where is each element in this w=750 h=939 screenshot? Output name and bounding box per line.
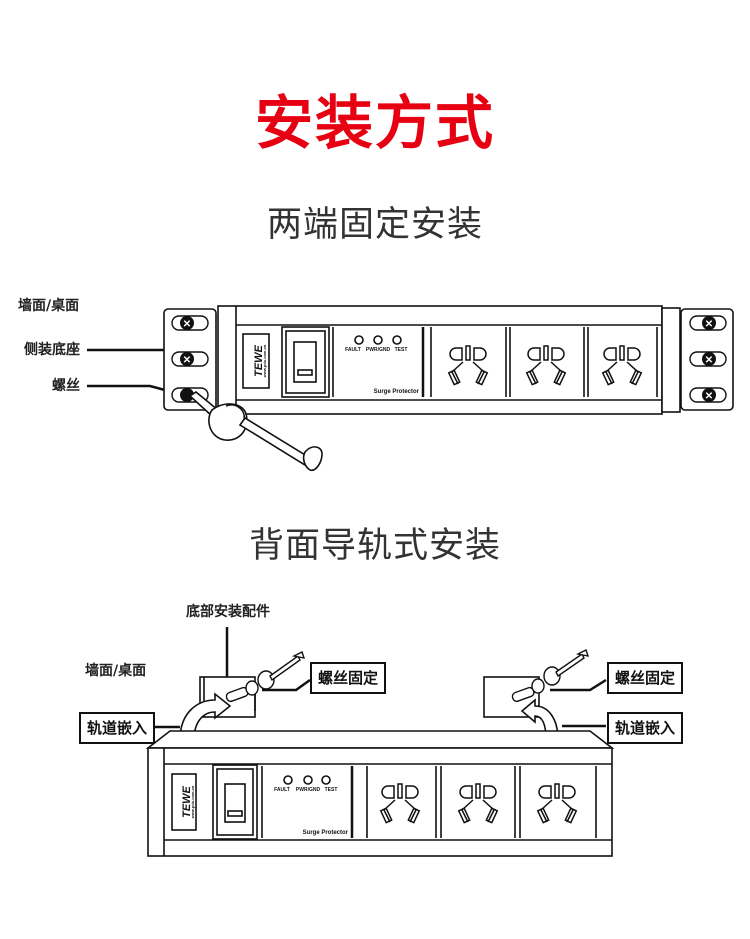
label-screw: 螺丝 — [52, 378, 80, 394]
outlet-icons-1 — [447, 345, 643, 386]
arrow-icon-right — [520, 698, 559, 741]
brand-logo: TEWE — [253, 344, 265, 376]
label-side-base: 侧装底座 — [24, 342, 80, 358]
label-rail-left: 轨道嵌入 — [79, 712, 155, 744]
screw-icon: ✕ — [689, 315, 727, 331]
label-wall-desk: 墙面/桌面 — [18, 298, 80, 314]
screw-icon: ✕ — [171, 351, 209, 367]
brand-url-2: www.pdu.com.cn — [190, 785, 195, 819]
svg-text:✕: ✕ — [705, 355, 713, 366]
outlet-icon — [379, 783, 421, 824]
outlet-icons-2 — [379, 783, 578, 824]
surge-protector-label-2: Surge Protector — [303, 830, 349, 836]
screwdriver-icon — [511, 649, 590, 703]
outlet-icon — [601, 345, 643, 386]
outlet-icon — [447, 345, 489, 386]
screwdriver-icon — [188, 391, 323, 472]
outlet-icon — [457, 783, 499, 824]
label-screw-fix-right: 螺丝固定 — [607, 662, 683, 694]
bracket-screws: ✕ ✕ ✕ ✕ ✕ — [171, 315, 727, 403]
label-rail-right: 轨道嵌入 — [607, 712, 683, 744]
svg-text:✕: ✕ — [705, 391, 713, 402]
surge-protector-label: Surge Protector — [374, 389, 420, 395]
label-bottom-fitting: 底部安装配件 — [186, 604, 270, 620]
outlet-icon — [525, 345, 567, 386]
label-screw-fix-left: 螺丝固定 — [310, 662, 386, 694]
svg-text:✕: ✕ — [183, 319, 191, 330]
indicator-pwr-gnd-2: PWR/GND — [296, 787, 321, 793]
section-title-end-mount: 两端固定安装 — [266, 205, 483, 245]
svg-text:✕: ✕ — [183, 355, 191, 366]
brand-plate — [242, 333, 270, 389]
section-title-rail-mount: 背面导轨式安装 — [248, 526, 501, 566]
label-wall-desk-2: 墙面/桌面 — [85, 663, 147, 679]
screw-icon: ✕ — [171, 315, 209, 331]
screw-icon: ✕ — [689, 387, 727, 403]
screw-icon: ✕ — [689, 351, 727, 367]
screwdriver-icon — [225, 651, 306, 703]
brand-plate-2 — [171, 773, 197, 831]
indicator-fault-2: FAULT — [274, 787, 290, 793]
brand-logo-2: TEWE — [181, 785, 193, 817]
svg-text:✕: ✕ — [705, 319, 713, 330]
brand-url: www.pdu.com.cn — [262, 344, 267, 378]
indicator-test-2: TEST — [325, 787, 338, 793]
indicator-test: TEST — [395, 347, 408, 353]
outlet-icon — [536, 783, 578, 824]
rail-mount-diagram — [145, 627, 615, 857]
indicator-fault: FAULT — [345, 347, 361, 353]
indicator-pwr-gnd: PWR/GND — [366, 347, 391, 353]
arrow-icon-left — [179, 692, 232, 741]
power-switch — [281, 326, 330, 398]
page-title: 安装方式 — [254, 89, 495, 157]
